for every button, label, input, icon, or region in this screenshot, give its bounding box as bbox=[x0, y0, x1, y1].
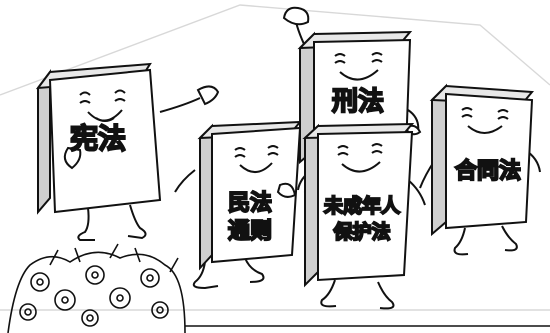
book-label-minfa-line1: 民法 bbox=[228, 191, 272, 216]
book-label-hetong: 合同法 bbox=[455, 158, 521, 184]
book-label-minfa-line2: 通则 bbox=[228, 219, 272, 244]
book-label-xingfa: 刑法 bbox=[332, 87, 384, 117]
book-weichengnianren-baohufa: 未成年人 保护法 bbox=[297, 122, 426, 310]
book-minfa-tongze: 民法 通则 bbox=[174, 120, 303, 290]
book-xianfa: 宪法 bbox=[35, 62, 220, 241]
book-label-weicheng-line2: 保护法 bbox=[332, 220, 390, 243]
book-label-weicheng-line1: 未成年人 bbox=[323, 194, 401, 217]
book-label-xianfa: 宪法 bbox=[70, 122, 126, 155]
book-hetongfa: 合同法 bbox=[419, 83, 541, 256]
flower-bush bbox=[7, 243, 186, 333]
